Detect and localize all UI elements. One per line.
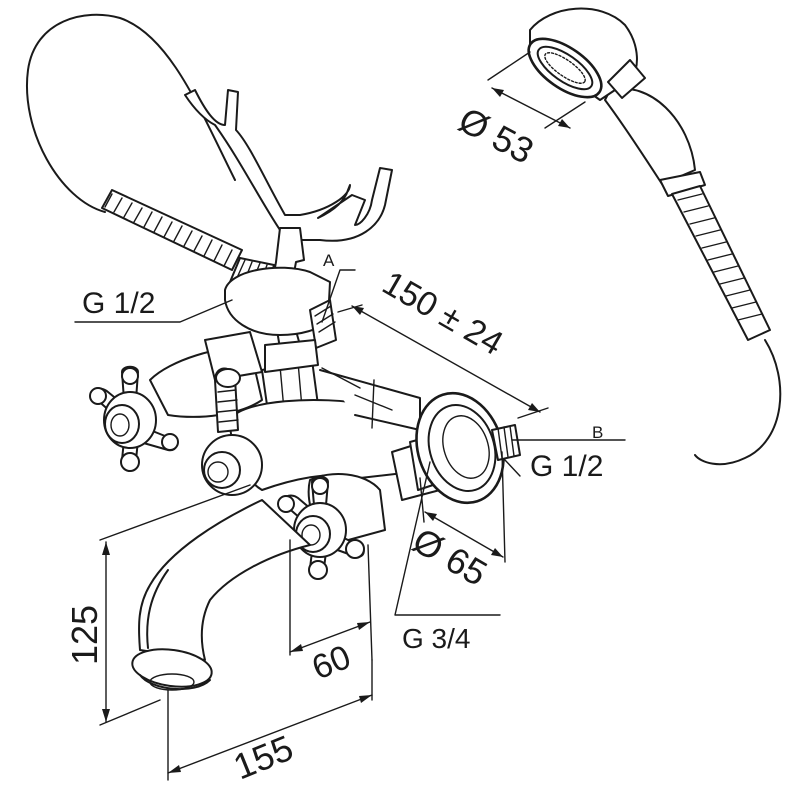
cross-handle-left <box>89 365 179 472</box>
hand-shower <box>527 7 771 341</box>
wall-flange <box>391 391 521 505</box>
label-spout-reach: 155 <box>228 727 299 788</box>
label-outlet-thread: G 3/4 <box>402 623 470 654</box>
label-showerhead-dia: Ø 53 <box>452 99 540 172</box>
dim-125 <box>99 484 251 726</box>
label-flange-dia: Ø 65 <box>406 519 494 594</box>
label-offset: 60 <box>307 638 356 687</box>
label-marker-a: A <box>323 251 335 270</box>
label-marker-b: B <box>592 423 603 442</box>
leader-lines <box>74 269 626 616</box>
label-height: 125 <box>64 605 105 665</box>
dim-53 <box>487 51 586 129</box>
shower-hose <box>26 13 782 466</box>
spout <box>131 499 311 691</box>
label-conn-right: G 1/2 <box>530 450 603 483</box>
cross-handle-right <box>277 475 365 580</box>
center-mark <box>354 379 393 429</box>
dim-60 <box>289 539 373 661</box>
label-conn-left: G 1/2 <box>82 287 155 320</box>
dim-155 <box>167 659 373 781</box>
label-spread: 150 ± 24 <box>376 264 509 363</box>
dim-150 <box>321 304 549 419</box>
